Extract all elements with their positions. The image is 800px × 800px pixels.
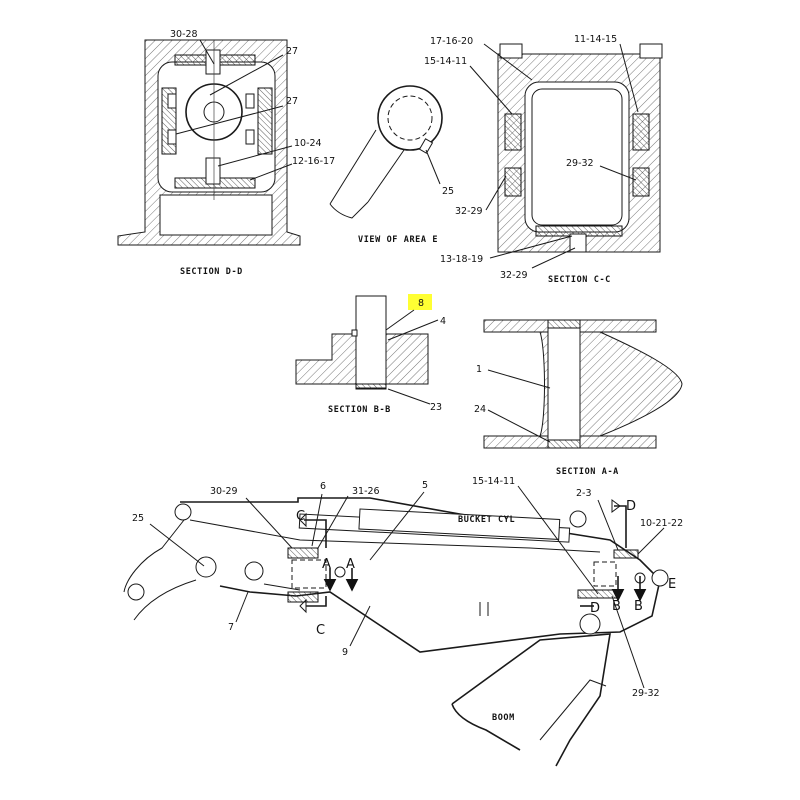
main-callout-7: 7 — [228, 622, 234, 633]
marker-b-right: B — [634, 599, 643, 614]
cc-callout-1: 17-16-20 — [430, 36, 473, 47]
section-cc: 17-16-20 11-14-15 15-14-11 29-32 32-29 1… — [424, 34, 663, 285]
bb-callout-8: 8 — [418, 298, 424, 309]
marker-d-top: D — [626, 499, 636, 514]
marker-e: E — [668, 577, 676, 592]
main-callout-31-26: 31-26 — [352, 486, 380, 497]
cc-callout-5: 32-29 — [455, 206, 483, 217]
boom-label: BOOM — [492, 713, 515, 723]
section-area-e: 25 VIEW OF AREA E — [329, 85, 454, 245]
callout-8-highlight — [408, 294, 432, 310]
main-callout-25: 25 — [132, 513, 144, 524]
section-aa: 1 24 SECTION A-A — [474, 319, 683, 477]
marker-c-bottom: C — [316, 623, 325, 638]
section-bb: 8 4 23 SECTION B-B — [295, 294, 446, 415]
marker-c-top: C — [296, 509, 305, 524]
dd-callout-4: 10-24 — [294, 138, 322, 149]
dd-callout-1: 30-28 — [170, 29, 198, 40]
dd-callout-3: 27 — [286, 96, 298, 107]
main-callout-2-3: 2-3 — [576, 488, 592, 499]
bb-callout-4: 4 — [440, 316, 446, 327]
main-callout-5: 5 — [422, 480, 428, 491]
dd-callout-5: 12-16-17 — [292, 156, 335, 167]
bb-callout-23: 23 — [430, 402, 442, 413]
main-callout-9: 9 — [342, 647, 348, 658]
marker-b-left: B — [612, 599, 621, 614]
main-callout-6: 6 — [320, 481, 326, 492]
main-callout-29-32: 29-32 — [632, 688, 660, 699]
marker-a-left: A — [322, 557, 331, 572]
cc-callout-6: 13-18-19 — [440, 254, 483, 265]
bb-title: SECTION B-B — [328, 405, 391, 415]
main-callout-30-29: 30-29 — [210, 486, 238, 497]
marker-a-right: A — [346, 557, 355, 572]
cc-title: SECTION C-C — [548, 275, 611, 285]
cc-callout-7: 32-29 — [500, 270, 528, 281]
cc-callout-3: 15-14-11 — [424, 56, 467, 67]
main-assembly-view: 30-29 6 31-26 5 25 7 9 15-14-11 2-3 10-2… — [123, 476, 683, 767]
cc-callout-4: 29-32 — [566, 158, 594, 169]
bucket-cyl-label: BUCKET CYL — [458, 515, 515, 525]
dd-title: SECTION D-D — [180, 267, 243, 277]
dd-callout-2: 27 — [286, 46, 298, 57]
area-e-title: VIEW OF AREA E — [358, 235, 438, 245]
aa-callout-24: 24 — [474, 404, 486, 415]
area-e-callout: 25 — [442, 186, 454, 197]
main-callout-10-21-22: 10-21-22 — [640, 518, 683, 529]
aa-title: SECTION A-A — [556, 467, 619, 477]
main-callout-15-14-11: 15-14-11 — [472, 476, 515, 487]
section-dd: 30-28 27 27 10-24 12-16-17 SECTION D-D — [117, 29, 335, 277]
cc-callout-2: 11-14-15 — [574, 34, 617, 45]
marker-d-bottom: D — [590, 601, 600, 616]
aa-callout-1: 1 — [476, 364, 482, 375]
